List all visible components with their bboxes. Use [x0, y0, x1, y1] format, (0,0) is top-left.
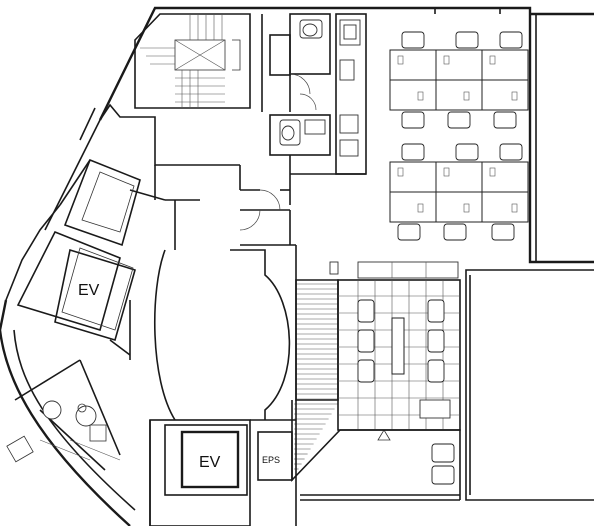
- office-chairs: [397, 31, 523, 241]
- exterior-walls: [0, 6, 594, 526]
- elevator-left: EV: [16, 158, 141, 360]
- main-staircase: [291, 279, 341, 482]
- right-lower-room: [465, 269, 594, 501]
- eps-label: EPS: [262, 455, 280, 465]
- lounge-area: [295, 245, 461, 526]
- central-core: [129, 165, 296, 421]
- office-desks: [389, 49, 529, 223]
- meeting-room: [329, 261, 461, 441]
- elevator-bottom: EV EPS: [149, 419, 296, 526]
- ev-label-left: EV: [78, 282, 100, 299]
- stairwell-top: [134, 13, 263, 112]
- lower-left-room: [6, 359, 121, 471]
- restrooms: [269, 13, 367, 205]
- ev-label-bottom: EV: [199, 454, 221, 471]
